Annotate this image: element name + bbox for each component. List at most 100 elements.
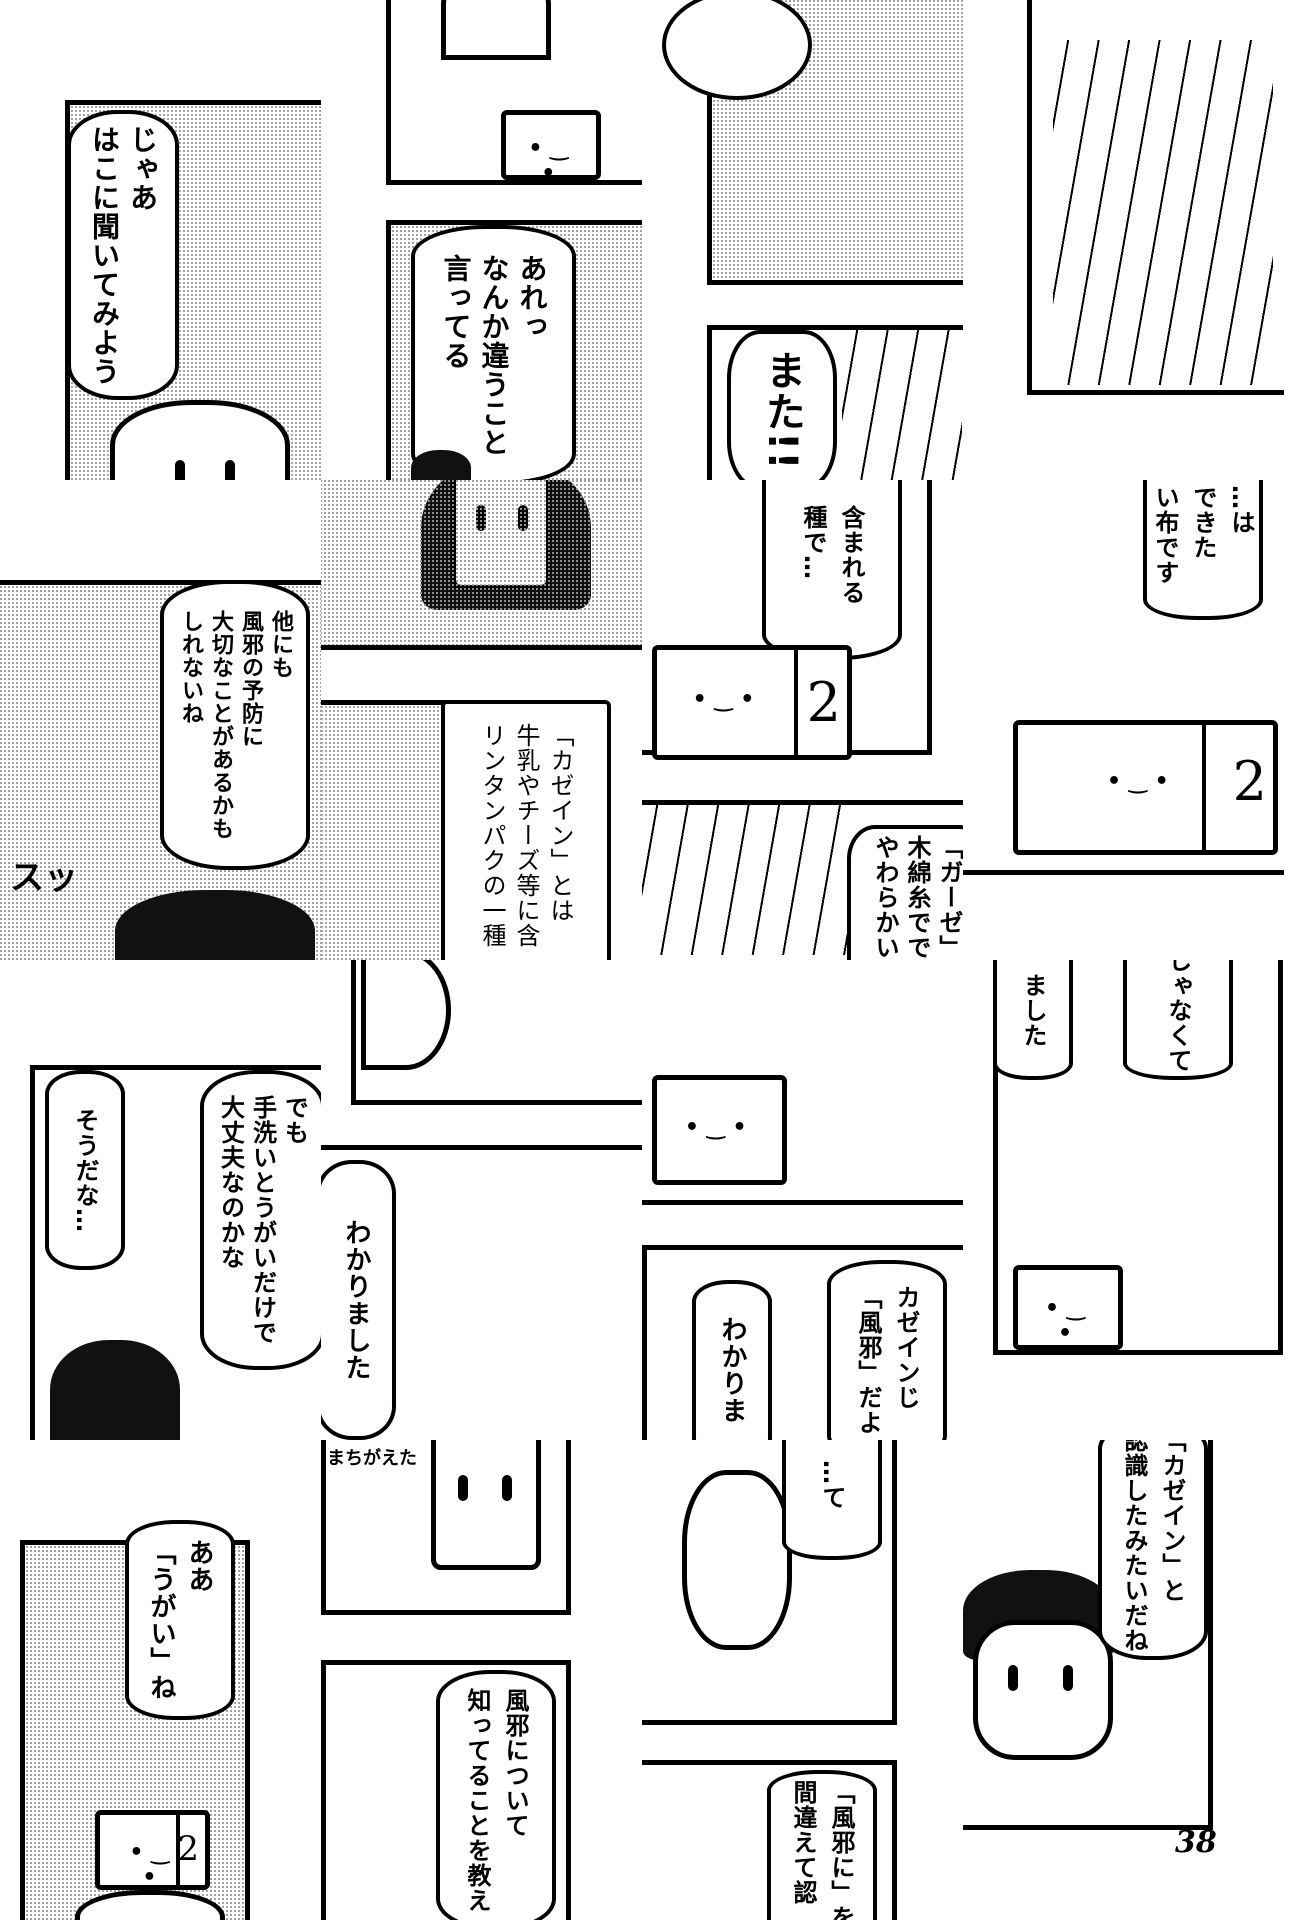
dialogue-line: また!! — [759, 349, 805, 471]
manga-tile-8: …はできたい布です • ‿ •2 — [963, 480, 1284, 960]
dialogue-line: はこに聞いてみよう — [88, 124, 121, 386]
character-head — [110, 400, 290, 480]
speed-lines — [1053, 40, 1273, 385]
dialogue-line: 「うがい」ね — [146, 1539, 176, 1701]
speech-bubble: あれっなんか違うこと言ってる — [411, 225, 576, 480]
speech-bubble: 含まれる種で… — [762, 480, 902, 660]
speech-bubble — [662, 0, 812, 100]
character-head — [431, 1440, 541, 1570]
dialogue-line: じゃあ — [126, 124, 159, 212]
speech-bubble: そうだな… — [45, 1070, 125, 1270]
manga-tile-16: 「カゼイン」と認識したみたいだね 38 — [963, 1440, 1284, 1920]
dialogue-line: わかりま — [717, 1316, 747, 1424]
page-number: 38 — [1175, 1825, 1217, 1860]
dialogue-line: 「ガーゼ」と — [935, 835, 963, 960]
box-number: 2 — [1232, 750, 1267, 813]
speech-bubble: ああ「うがい」ね — [125, 1520, 235, 1720]
dialogue-line: なんか違うこと — [477, 253, 511, 457]
speed-lines — [842, 330, 962, 480]
character-head — [361, 960, 451, 1070]
manga-tile-2: • ‿ • あれっなんか違うこと言ってる — [321, 0, 642, 480]
speech-bubble: 「カゼイン」と認識したみたいだね — [1098, 1440, 1208, 1660]
dialogue-line: 含まれる — [837, 505, 865, 605]
character-head — [973, 1620, 1113, 1760]
dialogue-line: 大切なことがあるかも — [208, 610, 233, 840]
manga-tile-4 — [963, 0, 1284, 480]
dialogue-line: ああ — [184, 1539, 214, 1593]
dialogue-line: 手洗いとうがいだけで — [248, 1095, 277, 1345]
panel-border — [963, 870, 1284, 875]
manga-tile-14: まちがえた 風邪について知ってることを教え — [321, 1440, 642, 1920]
box-number: 2 — [177, 1829, 199, 1869]
speech-bubble: じゃなくて — [1123, 960, 1233, 1080]
box-number: 2 — [806, 671, 841, 734]
dialogue-line: 風邪について — [501, 1687, 529, 1838]
manga-tile-9: でも手洗いとうがいだけで大丈夫なのかな そうだな… — [0, 960, 321, 1440]
speech-bubble: また!! — [727, 330, 837, 480]
panel — [321, 480, 642, 650]
talking-box: • ‿ • — [501, 110, 601, 186]
sound-effect: スッ — [10, 858, 78, 898]
dialogue-line: …は — [1227, 485, 1255, 535]
speech-bubble: 風邪について知ってることを教え — [436, 1670, 556, 1920]
character-hair — [411, 450, 471, 480]
dialogue-line: ました — [1019, 972, 1047, 1048]
dialogue-line: 牛乳やチーズ等に含 — [512, 722, 540, 948]
dialogue-line: じゃなくて — [1164, 960, 1192, 1073]
dialogue-line: あれっ — [515, 253, 549, 341]
dialogue-line: 「カゼイン」と — [1158, 1440, 1186, 1603]
dialogue-line: 木綿糸でで — [903, 835, 931, 960]
speed-lines — [642, 805, 862, 955]
character-head — [682, 1470, 792, 1650]
dialogue-line: 間違えて認 — [789, 1780, 817, 1905]
speech-bubble: …て — [782, 1440, 882, 1560]
talking-box: • ‿ • — [652, 1075, 787, 1185]
manga-tile-6: 「カゼイン」とは牛乳やチーズ等に含リンタンパクの一種 — [321, 480, 642, 960]
manga-tile-3: また!! — [642, 0, 963, 480]
dialogue-line: わかりました — [341, 1219, 371, 1381]
speech-bubble: 「風邪に」を間違えて認 — [767, 1770, 877, 1920]
sound-effect: まちがえた — [327, 1448, 417, 1469]
character-head — [441, 0, 551, 60]
dialogue-line: そうだな… — [71, 1107, 99, 1233]
dialogue-line: 「カゼイン」とは — [546, 722, 574, 923]
manga-tile-10: わかりました — [321, 960, 642, 1440]
dialogue-line: リンタンパクの一種 — [478, 722, 506, 948]
dialogue-line: い布です — [1151, 485, 1179, 585]
manga-tile-5: 他にも風邪の予防に大切なことがあるかもしれないね スッ — [0, 480, 321, 960]
character-hair — [115, 890, 315, 960]
dialogue-line: 「風邪に」を — [827, 1780, 855, 1920]
dialogue-line: カゼインじ — [892, 1285, 920, 1410]
speech-bubble: じゃあはこに聞いてみよう — [67, 110, 179, 400]
talking-box: • ‿ •2 — [95, 1810, 210, 1890]
dialogue-line: 風邪の予防に — [238, 610, 263, 748]
speech-bubble: でも手洗いとうがいだけで大丈夫なのかな — [200, 1070, 321, 1370]
talking-box: • ‿ • — [1013, 1265, 1123, 1350]
character-hair — [50, 1340, 180, 1440]
speech-bubble: 「ガーゼ」と木綿糸ででやわらかい — [847, 825, 963, 960]
caption-box: 「カゼイン」とは牛乳やチーズ等に含リンタンパクの一種 — [441, 700, 611, 960]
manga-tile-12: ました じゃなくて • ‿ • — [963, 960, 1284, 1440]
manga-tile-7: 含まれる種で… • ‿ •2 「ガーゼ」と木綿糸ででやわらかい — [642, 480, 963, 960]
dialogue-line: できた — [1189, 485, 1217, 560]
dialogue-line: でも — [280, 1095, 309, 1145]
speech-bubble: ました — [993, 960, 1073, 1080]
manga-tile-13: ああ「うがい」ね • ‿ •2 — [0, 1440, 321, 1920]
dialogue-line: …て — [818, 1460, 846, 1510]
dialogue-line: 種で… — [799, 505, 827, 580]
speech-bubble: …はできたい布です — [1143, 480, 1263, 620]
manga-tile-15: …て 「風邪に」を間違えて認 — [642, 1440, 963, 1920]
speech-bubble: わかりま — [692, 1280, 772, 1440]
manga-tile-11: • ‿ • カゼインじ「風邪」だよ わかりま — [642, 960, 963, 1440]
dialogue-line: 他にも — [268, 610, 293, 679]
dialogue-line: やわらかい — [871, 835, 899, 960]
manga-tile-1: じゃあはこに聞いてみよう — [0, 0, 321, 480]
dialogue-line: 「風邪」だよ — [854, 1285, 882, 1435]
dialogue-line: 言ってる — [439, 253, 473, 370]
dialogue-line: 大丈夫なのかな — [216, 1095, 245, 1270]
dialogue-line: 知ってることを教え — [463, 1687, 491, 1913]
talking-box: • ‿ •2 — [1013, 720, 1278, 855]
speech-bubble: わかりました — [321, 1160, 396, 1440]
dialogue-line: 認識したみたいだね — [1120, 1440, 1148, 1653]
speech-bubble: カゼインじ「風邪」だよ — [827, 1260, 947, 1440]
